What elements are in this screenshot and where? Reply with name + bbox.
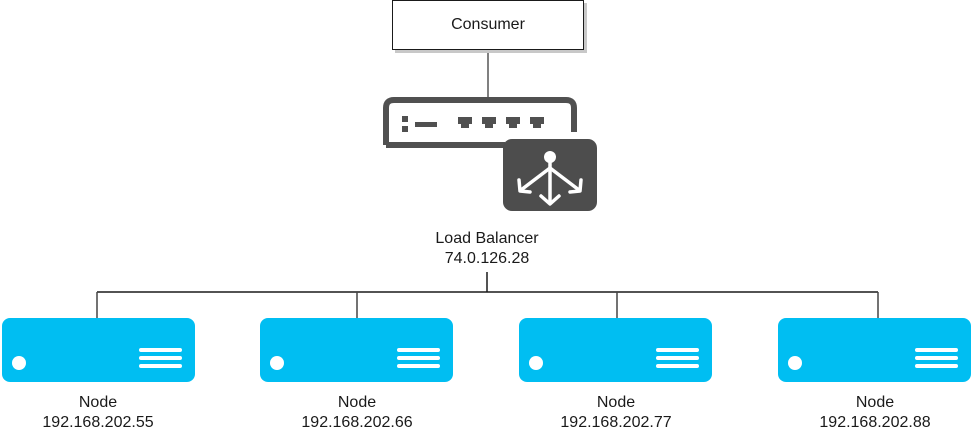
- node-name: Node: [78, 394, 118, 411]
- node-vent-icon: [397, 364, 440, 368]
- load-balancer-label: Load Balancer 74.0.126.28: [435, 229, 538, 269]
- node-name: Node: [596, 394, 636, 411]
- node-vent-icon: [139, 348, 182, 352]
- node-name: Node: [337, 394, 377, 411]
- node-vent-icon: [139, 356, 182, 360]
- node-led-icon: [270, 356, 284, 370]
- node-label: Node 192.168.202.55: [42, 393, 153, 433]
- node-ip: 192.168.202.55: [42, 414, 154, 431]
- node-server-icon[interactable]: [2, 318, 195, 382]
- consumer-box[interactable]: Consumer: [392, 0, 584, 50]
- node-led-icon: [529, 356, 543, 370]
- node-vent-icon: [656, 356, 699, 360]
- node-ip: 192.168.202.88: [819, 414, 931, 431]
- node-vent-icon: [915, 356, 958, 360]
- node-label: Node 192.168.202.77: [560, 393, 671, 433]
- load-balancer-name: Load Balancer: [435, 230, 539, 247]
- node-ip: 192.168.202.77: [560, 414, 672, 431]
- node-vent-icon: [656, 364, 699, 368]
- node-vent-icon: [397, 356, 440, 360]
- node-server-icon[interactable]: [519, 318, 712, 382]
- node-vent-icon: [915, 364, 958, 368]
- node-vent-icon: [656, 348, 699, 352]
- load-balancer-ip: 74.0.126.28: [444, 250, 530, 267]
- node-ip: 192.168.202.66: [301, 414, 413, 431]
- node-label: Node 192.168.202.88: [819, 393, 930, 433]
- router-icon: [383, 97, 577, 148]
- node-name: Node: [855, 394, 895, 411]
- consumer-label: Consumer: [451, 16, 525, 33]
- load-balancer-icon: [503, 139, 597, 211]
- node-vent-icon: [915, 348, 958, 352]
- node-led-icon: [12, 356, 26, 370]
- node-server-icon[interactable]: [778, 318, 971, 382]
- node-led-icon: [788, 356, 802, 370]
- node-vent-icon: [139, 364, 182, 368]
- node-server-icon[interactable]: [260, 318, 453, 382]
- node-vent-icon: [397, 348, 440, 352]
- node-label: Node 192.168.202.66: [301, 393, 412, 433]
